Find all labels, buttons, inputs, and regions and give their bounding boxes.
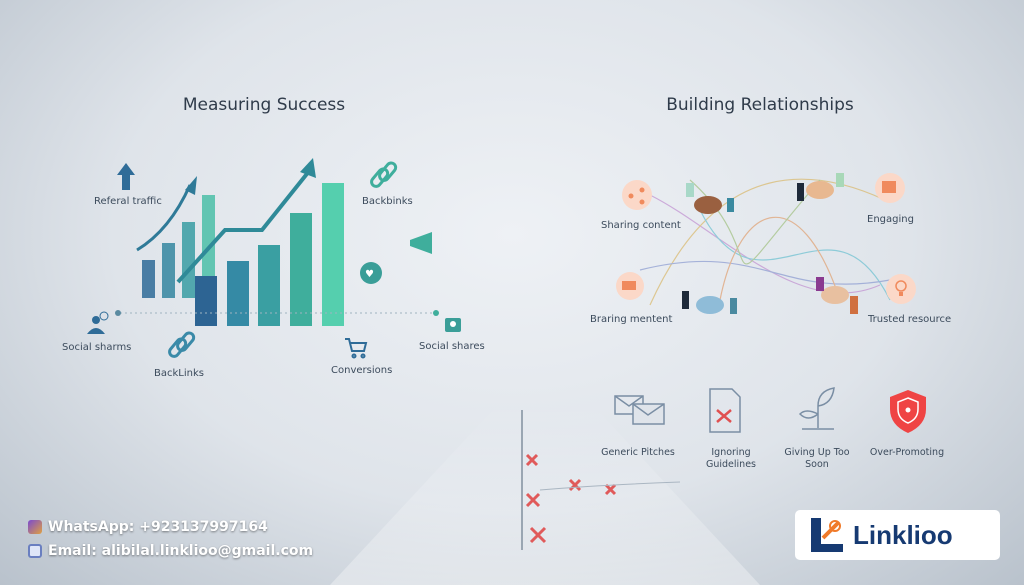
label-social-sharms: Social sharms xyxy=(62,342,132,353)
label-social-shares: Social shares xyxy=(419,341,485,352)
x-marks-icon xyxy=(525,453,617,544)
bar-chart-front xyxy=(195,183,344,326)
up-arrow-icon xyxy=(117,163,135,190)
email-contact[interactable]: Email: alibilal.linklioo@gmail.com xyxy=(28,543,313,559)
growth-arrow-small xyxy=(136,184,192,252)
label-engaging: Engaging xyxy=(867,214,914,225)
link-icon-top xyxy=(370,161,398,188)
mistake-over-promoting: Over-Promoting xyxy=(869,447,945,458)
svg-text:♥: ♥ xyxy=(365,269,374,280)
link-icon-bottom xyxy=(168,331,196,358)
email-text: Email: alibilal.linklioo@gmail.com xyxy=(48,543,314,559)
logo-text: Linklioo xyxy=(853,519,953,550)
share-icon xyxy=(622,180,652,210)
measuring-success-title: Measuring Success xyxy=(182,95,346,115)
mistake-giving-up: Giving Up Too Soon xyxy=(784,447,850,470)
crack-branch xyxy=(539,481,681,491)
label-conversions: Conversions xyxy=(331,365,393,376)
document-x-icon xyxy=(709,388,741,433)
handshake-icons xyxy=(682,173,858,314)
email-icon xyxy=(28,544,42,558)
badge-icon xyxy=(445,318,461,332)
puzzle-piece-icon xyxy=(616,272,644,300)
label-backlinks: BackLinks xyxy=(154,368,204,379)
phone-icon xyxy=(28,520,42,534)
relationship-lines xyxy=(639,178,891,306)
linklioo-logo: Linklioo xyxy=(795,510,1000,560)
heart-chat-icon: ♥ xyxy=(360,262,382,284)
mistake-generic-pitches: Generic Pitches xyxy=(601,447,675,458)
shield-icon xyxy=(890,390,926,433)
label-trusted-resource: Trusted resource xyxy=(868,314,952,325)
label-sharing-content: Sharing content xyxy=(601,220,681,231)
envelopes-icon xyxy=(614,395,665,425)
logo-mark-icon xyxy=(811,518,843,552)
lightbulb-icon xyxy=(886,274,916,304)
puzzle-icon xyxy=(875,173,905,203)
label-referral-traffic: Referal traffic xyxy=(94,196,162,207)
social-users-icon xyxy=(87,311,109,334)
mistake-ignoring-guidelines: Ignoring Guidelines xyxy=(706,447,756,470)
label-braring-mentent: Braring mentent xyxy=(590,314,673,325)
whatsapp-text: WhatsApp: +923137997164 xyxy=(48,519,268,535)
megaphone-icon xyxy=(410,232,432,254)
sprout-icon xyxy=(798,387,835,430)
label-backbinks: Backbinks xyxy=(362,196,413,207)
growth-arrow-large xyxy=(176,168,312,284)
shopping-cart-icon xyxy=(345,338,368,359)
building-relationships-title: Building Relationships xyxy=(666,95,854,115)
whatsapp-contact[interactable]: WhatsApp: +923137997164 xyxy=(28,519,268,535)
